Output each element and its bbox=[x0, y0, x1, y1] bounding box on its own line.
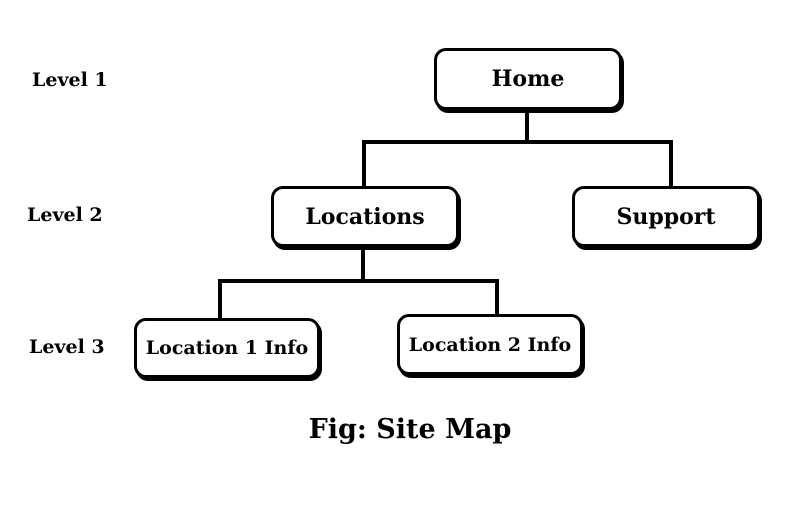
node-location-2-info: Location 2 Info bbox=[397, 314, 583, 375]
locations-connector bbox=[218, 246, 499, 321]
node-support: Support bbox=[572, 186, 760, 247]
level-2-label: Level 2 bbox=[27, 204, 103, 226]
node-locations-label: Locations bbox=[305, 203, 425, 230]
level-1-label: Level 1 bbox=[32, 69, 108, 91]
level-3-label: Level 3 bbox=[29, 336, 105, 358]
node-location-1-info-label: Location 1 Info bbox=[145, 337, 309, 359]
node-home: Home bbox=[434, 48, 622, 110]
node-home-label: Home bbox=[491, 66, 565, 92]
node-location-1-info: Location 1 Info bbox=[134, 318, 320, 378]
figure-caption: Fig: Site Map bbox=[308, 414, 512, 445]
home-connector bbox=[362, 108, 673, 190]
node-location-2-info-label: Location 2 Info bbox=[408, 333, 572, 356]
node-locations: Locations bbox=[271, 186, 459, 247]
node-support-label: Support bbox=[616, 203, 716, 230]
